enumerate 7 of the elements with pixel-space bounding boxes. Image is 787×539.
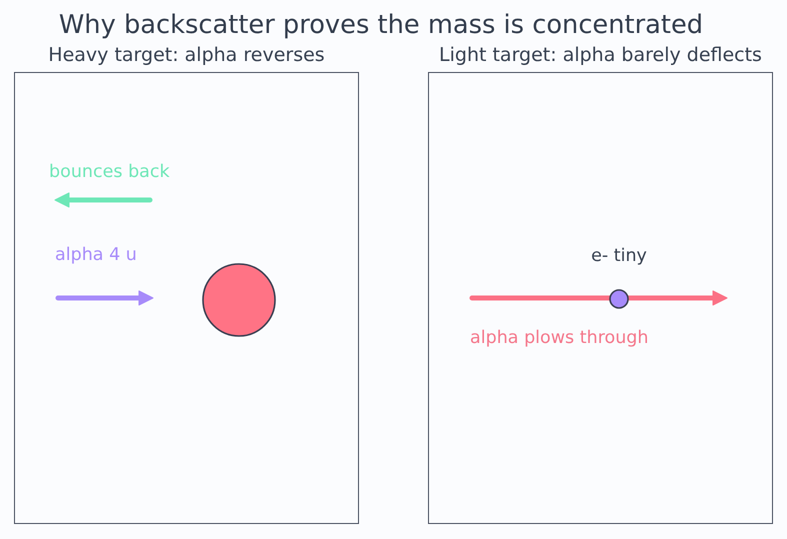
motion-label: bounces back bbox=[49, 161, 170, 183]
panel-heading: Light target: alpha barely deflects bbox=[438, 43, 763, 67]
motion-label: alpha plows through bbox=[470, 327, 649, 349]
diagram-title: Why backscatter proves the mass is concentrated bbox=[58, 9, 704, 41]
particle-label: e- tiny bbox=[590, 245, 648, 267]
panel-heading: Heavy target: alpha reverses bbox=[47, 43, 326, 67]
particle-label: alpha 4 u bbox=[55, 244, 137, 266]
